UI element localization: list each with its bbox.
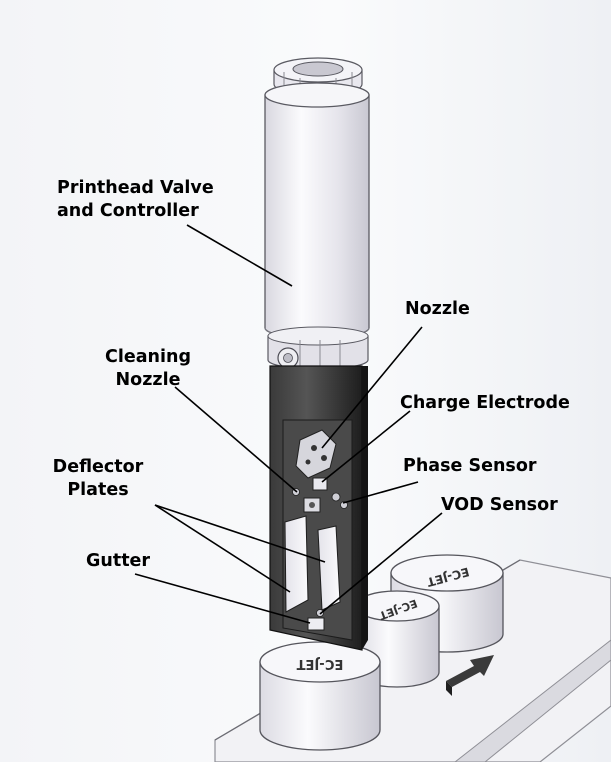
leader-vod-sensor [319,512,443,615]
label-deflector-line1: Deflector [52,457,144,477]
label-printhead-valve: Printhead Valve and Controller [57,177,214,223]
leader-phase-sensor [342,481,419,504]
label-vod-sensor: VOD Sensor [441,495,558,515]
label-phase-sensor: Phase Sensor [403,456,537,476]
label-printhead-line2: and Controller [57,201,199,221]
label-gutter: Gutter [86,551,151,571]
label-cleaning-line2: Nozzle [115,370,181,390]
leader-deflector-1 [154,504,291,593]
label-cleaning-nozzle: Cleaning Nozzle [100,346,196,392]
product-cylinder-front [259,641,381,751]
printhead-upper-housing [264,82,370,339]
label-deflector-line2: Plates [67,480,129,500]
printhead-collar [267,326,369,370]
leader-gutter [134,573,311,624]
leader-lines [134,224,443,624]
leader-printhead [186,224,293,287]
leader-nozzle [321,326,423,449]
leader-deflector-2 [154,504,326,563]
label-deflector-plates: Deflector Plates [44,456,152,502]
leader-cleaning-nozzle [174,386,298,493]
label-printhead-line1: Printhead Valve [57,178,214,198]
label-charge-electrode: Charge Electrode [400,393,570,413]
leader-charge-electrode [321,410,411,483]
marking-front: EC-JET [297,656,344,671]
label-nozzle: Nozzle [405,299,470,319]
label-cleaning-line1: Cleaning [105,347,191,367]
conveyor-direction-arrow-icon [446,655,494,696]
